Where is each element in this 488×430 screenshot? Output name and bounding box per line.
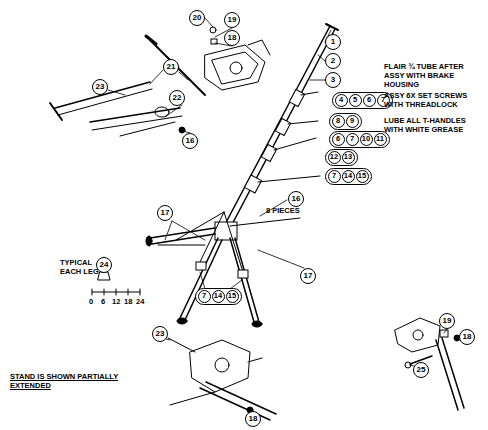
callout-bubble: 21 [163,59,179,75]
callout-number: 15 [226,290,239,303]
callout-bubble: 18 [245,411,261,427]
callout-bubble: 18 [224,30,240,46]
note-text: FLAIR ¾ TUBE AFTER ASSY WITH BRAKE HOUSI… [384,62,484,89]
callout-number: 18 [463,333,472,341]
callout-bubble: 22 [169,90,185,106]
scale-number: 12 [112,297,120,306]
brake-detail-bottom [168,338,276,420]
callout-number: 5 [349,94,362,107]
callout-number: 6 [363,94,376,107]
callout-number: 16 [186,137,195,145]
note-text: STAND IS SHOWN PARTIALLY EXTENDED [10,372,130,390]
callout-number: 16 [292,195,301,203]
callout-number: 23 [156,330,165,338]
callout-number: 21 [167,63,176,71]
callout-number: 7 [328,170,341,183]
callout-number: 8 [332,115,345,128]
brake-detail-right [395,318,464,410]
callout-number: 22 [173,94,182,102]
callout-number: 10 [360,133,373,146]
callout-number: 7 [198,290,211,303]
callout-group: 89 [329,113,362,130]
stand-mast [222,24,338,232]
callout-number: 25 [417,366,426,374]
callout-bubble: 17 [157,205,173,221]
callout-number: 19 [228,16,237,24]
callout-number: 7 [346,133,359,146]
callout-number: 19 [443,317,452,325]
callout-number: 23 [96,83,105,91]
callout-bubble: 1 [325,34,341,50]
callout-number: 14 [342,170,355,183]
callout-number: 14 [212,290,225,303]
callout-number: 9 [346,115,359,128]
note-text: 8 PIECES [266,206,326,215]
callout-number: 4 [335,94,348,107]
scale-bar [92,289,140,295]
callout-number: 18 [249,415,258,423]
callout-bubble: 16 [182,133,198,149]
scale-number: 0 [89,297,93,306]
callout-number: 6 [332,133,345,146]
scale-number: 24 [136,297,144,306]
callout-bubble: 25 [413,362,429,378]
note-text: TYPICAL EACH LEG [60,258,104,276]
callout-bubble: 17 [300,268,316,284]
callout-number: 17 [161,209,170,217]
callout-bubble: 18 [459,329,475,345]
callout-number: 12 [328,151,341,164]
callout-bubble: 19 [224,12,240,28]
callout-number: 15 [356,170,369,183]
callout-bubble: 19 [439,313,455,329]
callout-group: 671011 [329,131,390,148]
callout-number: 3 [331,76,335,84]
brake-detail-top [50,27,270,136]
callout-bubble: 2 [325,53,341,69]
callout-bubble: 3 [325,72,341,88]
callout-group: 4567 [332,92,393,109]
callout-number: 18 [228,34,237,42]
callout-bubble: 23 [152,326,168,342]
callout-number: 11 [374,133,387,146]
leg-foot [98,272,110,280]
callout-number: 13 [342,151,355,164]
callout-bubble: 20 [189,10,205,26]
note-text: LUBE ALL T-HANDLES WITH WHITE GREASE [384,116,484,134]
callout-number: 1 [331,38,335,46]
callout-number: 17 [304,272,313,280]
scale-number: 18 [124,297,132,306]
callout-group: 71415 [325,168,372,185]
callout-bubble: 23 [92,79,108,95]
callout-number: 24 [100,261,109,269]
stand-legs [146,212,300,327]
note-text: ASSY 6X SET SCREWS WITH THREADLOCK [384,91,484,109]
callout-group: 1213 [325,149,358,166]
callout-number: 2 [331,57,335,65]
callout-bubble: 16 [288,191,304,207]
callout-number: 20 [193,14,202,22]
callout-group: 71415 [195,288,242,305]
scale-number: 6 [101,297,105,306]
